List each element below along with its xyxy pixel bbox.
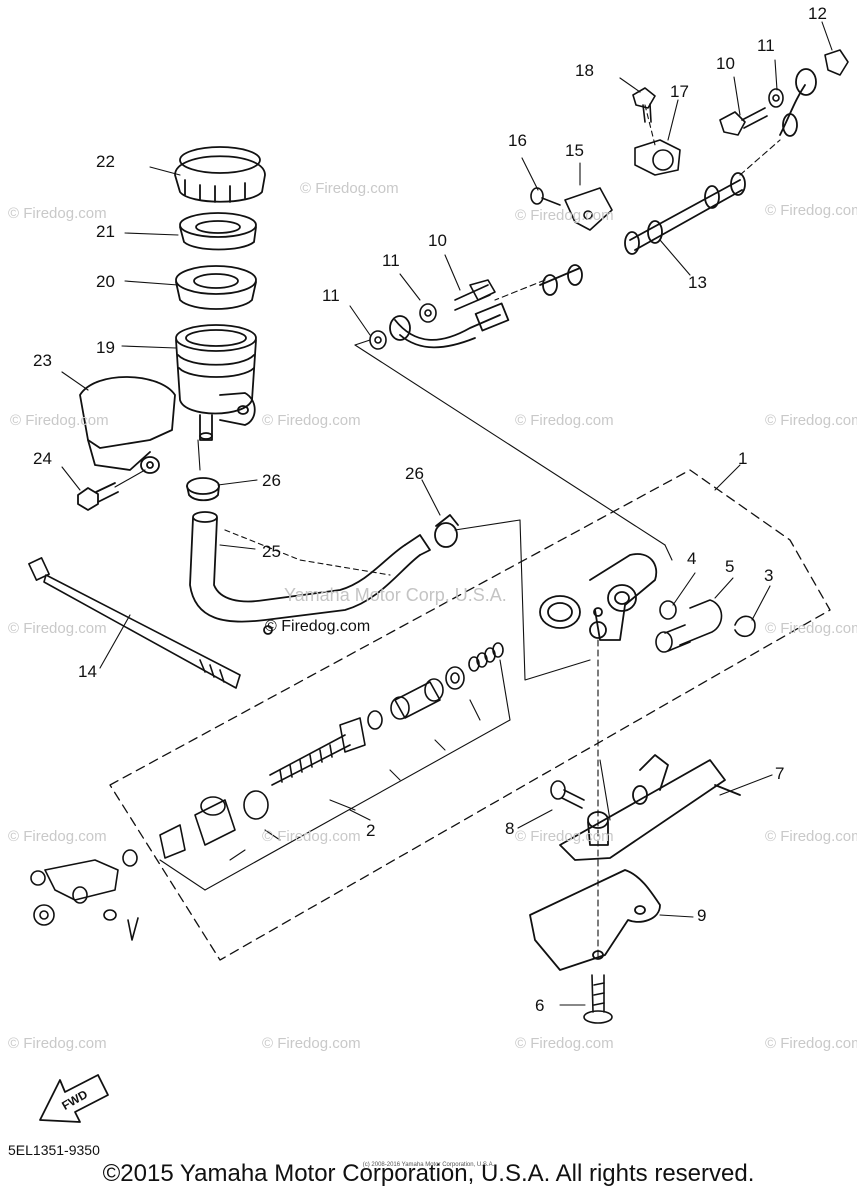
callout-8: 8 <box>505 819 515 838</box>
watermark: © Firedog.com <box>765 202 857 219</box>
callout-14: 14 <box>78 662 97 681</box>
leader-lines <box>114 104 781 961</box>
watermark: © Firedog.com <box>10 412 109 429</box>
watermark: © Firedog.com <box>8 620 107 637</box>
part-hose <box>189 511 431 635</box>
part-holder <box>175 265 257 310</box>
callout-26: 26 <box>262 471 281 490</box>
part-bolt-24 <box>77 482 119 511</box>
callout-6: 6 <box>535 996 545 1015</box>
watermark: © Firedog.com <box>8 1035 107 1052</box>
callout-4: 4 <box>687 549 697 568</box>
watermark: © Firedog.com <box>765 412 857 429</box>
watermark: © Firedog.com <box>8 205 107 222</box>
part-cable-tie <box>28 557 241 689</box>
watermark: © Firedog.com <box>765 828 857 845</box>
callout-11: 11 <box>322 286 340 305</box>
fwd-arrow-icon <box>39 1074 109 1123</box>
part-brake-hose <box>389 68 817 349</box>
callout-20: 20 <box>96 272 115 291</box>
callout-9: 9 <box>697 906 707 925</box>
callout-18: 18 <box>575 61 594 80</box>
watermark: © Firedog.com <box>262 1035 361 1052</box>
part-oring-4 <box>659 600 677 620</box>
fine-print: (c) 2008-2016 Yamaha Motor Corporation, … <box>362 1162 495 1168</box>
callout-leaders <box>61 21 833 1006</box>
part-clamp-b <box>434 514 459 548</box>
callout-24: 24 <box>33 449 52 468</box>
watermark: © Firedog.com <box>8 828 107 845</box>
callout-10: 10 <box>716 54 735 73</box>
watermark: © Firedog.com <box>765 1035 857 1052</box>
part-bracket-7 <box>559 754 741 861</box>
assembly-1-boundary <box>109 469 831 961</box>
callout-11: 11 <box>757 36 775 55</box>
callout-11: 11 <box>382 251 400 270</box>
part-washers <box>369 88 784 350</box>
callout-19: 19 <box>96 338 115 357</box>
copyright-notice: ©2015 Yamaha Motor Corporation, U.S.A. A… <box>102 1160 755 1187</box>
callout-3: 3 <box>764 566 774 585</box>
part-guard-9 <box>529 869 661 971</box>
watermark: © Firedog.com <box>515 207 614 224</box>
part-fitting-5 <box>655 599 723 653</box>
part-bolt-16 <box>530 187 561 206</box>
part-bracket-15 <box>564 187 613 231</box>
watermark: © Firedog.com <box>515 828 614 845</box>
callout-15: 15 <box>565 141 584 160</box>
part-bolt-18 <box>632 87 656 123</box>
watermark: © Firedog.com <box>515 1035 614 1052</box>
watermark: © Firedog.com <box>262 828 361 845</box>
callout-2: 2 <box>366 821 376 840</box>
callout-5: 5 <box>725 557 735 576</box>
watermark: © Firedog.com <box>265 618 371 635</box>
callout-25: 25 <box>262 542 281 561</box>
part-bolt-8 <box>550 780 585 809</box>
watermark: © Firedog.com <box>515 412 614 429</box>
watermark: © Firedog.com <box>300 180 399 197</box>
part-clamp-a <box>186 477 220 502</box>
part-diaphragm <box>179 212 257 251</box>
part-cover <box>79 376 176 474</box>
part-master-cylinder <box>539 553 658 641</box>
callout-7: 7 <box>775 764 785 783</box>
callout-16: 16 <box>508 131 527 150</box>
part-bolts-10 <box>454 107 768 311</box>
callout-26: 26 <box>405 464 424 483</box>
callout-23: 23 <box>33 351 52 370</box>
callout-10: 10 <box>428 231 447 250</box>
callout-21: 21 <box>96 222 115 241</box>
part-holder-17 <box>634 139 681 176</box>
callout-17: 17 <box>670 82 689 101</box>
callout-13: 13 <box>688 273 707 292</box>
part-reservoir <box>175 324 257 441</box>
watermark: © Firedog.com <box>262 412 361 429</box>
callout-12: 12 <box>808 4 827 23</box>
part-circlip-3 <box>734 615 756 638</box>
part-piston-kit <box>30 642 504 941</box>
part-clip-12 <box>824 49 849 76</box>
diagram-code: 5EL1351-9350 <box>8 1142 100 1158</box>
part-cap <box>174 146 266 203</box>
callout-1: 1 <box>738 449 748 468</box>
callout-22: 22 <box>96 152 115 171</box>
part-bolt-6 <box>583 974 613 1024</box>
watermark: © Firedog.com <box>765 620 857 637</box>
center-watermark: Yamaha Motor Corp, U.S.A. <box>284 585 507 605</box>
